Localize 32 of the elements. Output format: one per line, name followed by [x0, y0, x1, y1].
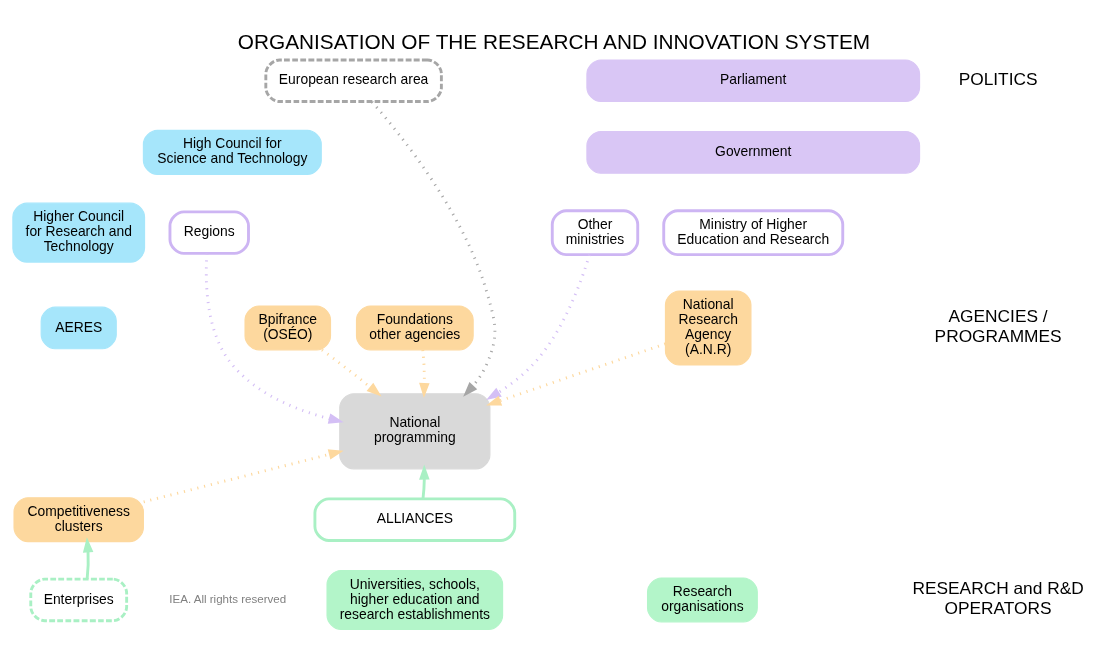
node-box: Competitiveness clusters	[13, 497, 144, 543]
diagram-title: ORGANISATION OF THE RESEARCH AND INNOVATION SYSTEM	[237, 29, 871, 53]
node-box: Higher Council for Research and Technology	[12, 202, 146, 263]
node-box: Parliament	[586, 59, 921, 103]
node-box: Research organisations	[646, 577, 758, 623]
arrow	[370, 100, 497, 397]
node-box: Government	[586, 131, 921, 174]
label: POLITICS	[958, 68, 1038, 89]
node-box: Bpifrance (OSÉO)	[244, 305, 332, 351]
arrow	[82, 537, 94, 580]
label: RESEARCH and R&D OPERATORS	[912, 578, 1084, 618]
label: IEA. All rights reserved	[169, 592, 287, 605]
node-box: National programming	[339, 393, 491, 470]
node-box: Ministry of Higher Education and Research	[662, 209, 845, 257]
node-box: Other ministries	[550, 209, 640, 257]
arrow	[204, 253, 344, 424]
arrow	[419, 349, 430, 399]
label: AGENCIES / PROGRAMMES	[934, 306, 1062, 346]
arrow	[486, 254, 591, 400]
node-box: Regions	[168, 210, 250, 255]
node-box: ALLIANCES	[313, 497, 517, 542]
node-box: National Research Agency (A.N.R)	[664, 290, 752, 366]
node-box: Universities, schools, higher education and research establishments	[326, 569, 504, 630]
node-box: Foundations other agencies	[355, 305, 474, 351]
arrow	[486, 342, 666, 406]
node-box: AERES	[40, 306, 117, 350]
arrow	[321, 348, 382, 397]
node-box: European research area	[264, 58, 443, 103]
arrow	[419, 464, 430, 499]
node-box: Enterprises	[29, 577, 129, 623]
arrow	[143, 449, 344, 504]
node-box: High Council for Science and Technology	[142, 129, 322, 175]
